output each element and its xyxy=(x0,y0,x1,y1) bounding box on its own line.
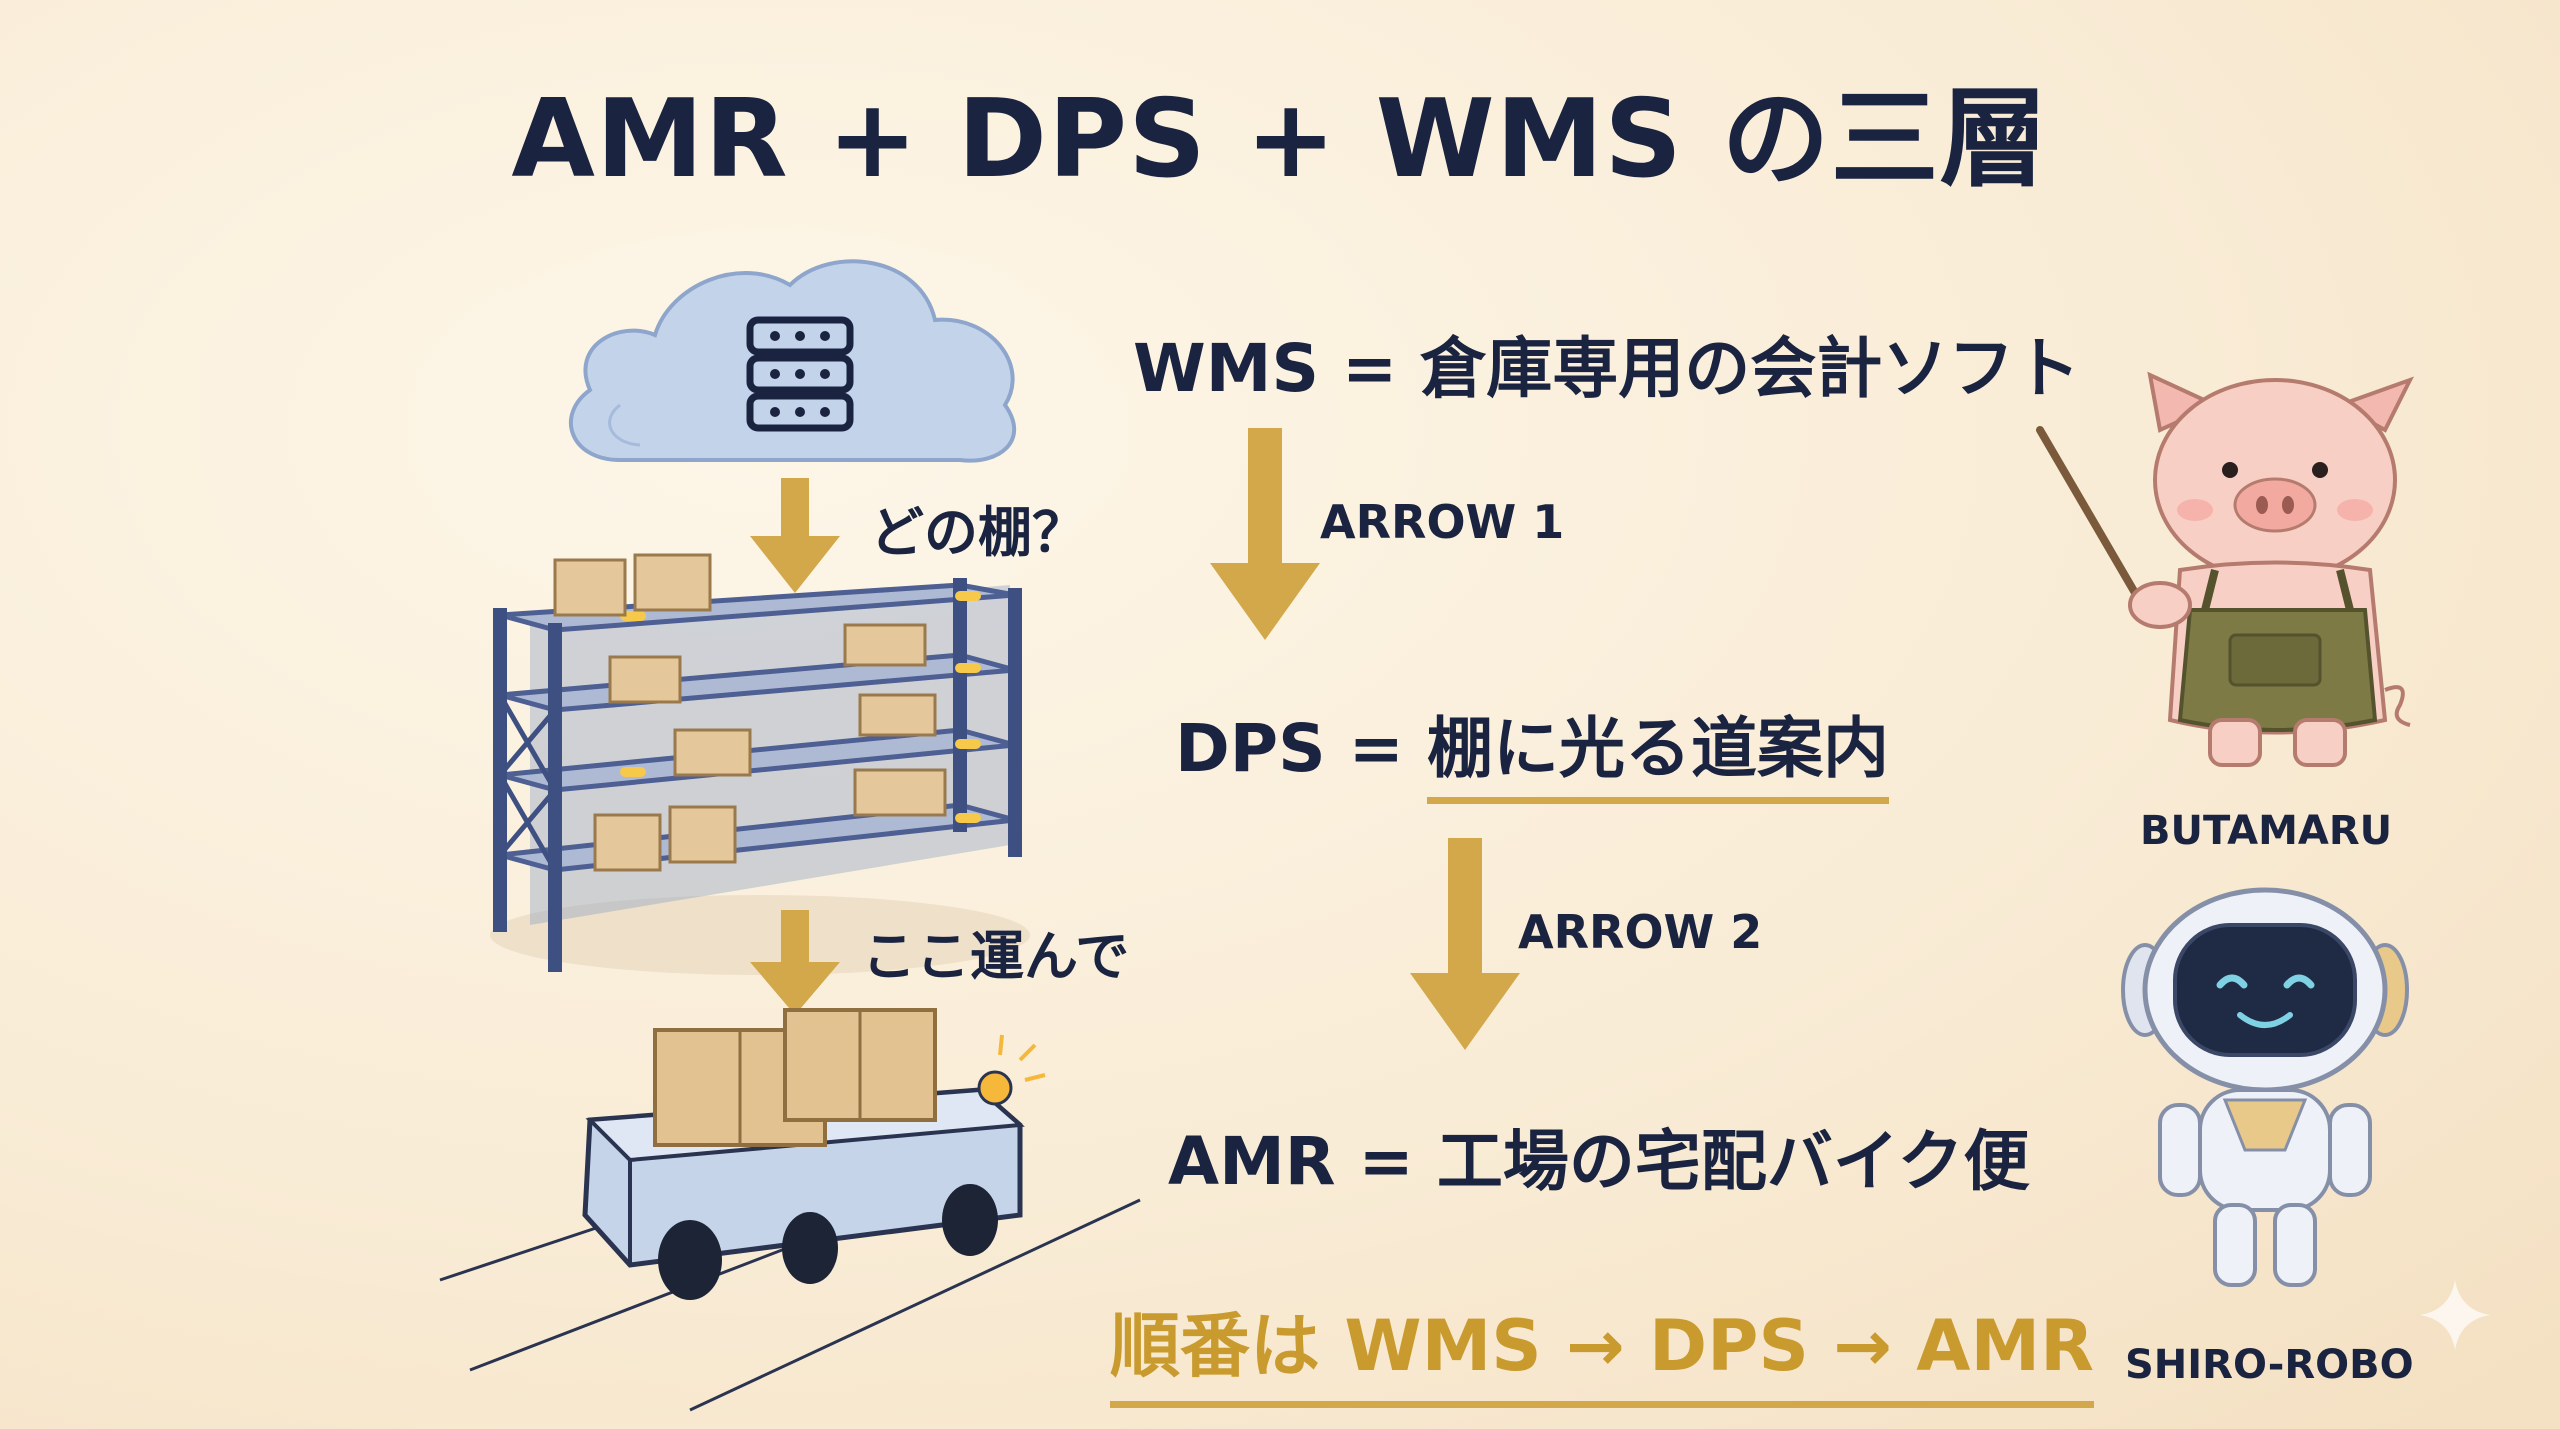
amr-vehicle-illustration xyxy=(439,1008,1141,1412)
arrow-2-label: ARROW 2 xyxy=(1518,905,1763,959)
sparkle-icon xyxy=(2420,1280,2490,1350)
which-shelf-label: どの棚？ xyxy=(870,501,1086,564)
down-arrow-small-1-icon xyxy=(750,478,840,593)
pig-character-name: BUTAMARU xyxy=(2140,808,2393,854)
wms-definition: WMS = 倉庫専用の会計ソフト xyxy=(1133,330,2081,407)
robot-character-name: SHIRO-ROBO xyxy=(2125,1342,2414,1388)
robot-character-illustration xyxy=(2121,887,2409,1287)
shelf-illustration xyxy=(490,553,1030,975)
dps-definition-underlined: 棚に光る道案内 xyxy=(1426,710,1889,804)
down-arrow-2-icon xyxy=(1410,838,1520,1050)
pig-character-illustration xyxy=(2036,371,2415,767)
arrow-1-label: ARROW 1 xyxy=(1320,495,1565,549)
down-arrow-small-2-icon xyxy=(750,910,840,1015)
cloud-illustration xyxy=(569,259,1017,463)
down-arrow-1-icon xyxy=(1210,428,1320,640)
dps-definition-prefix: DPS = xyxy=(1175,710,1427,787)
dps-definition: DPS = 棚に光る道案内 xyxy=(1175,695,1889,804)
amr-definition: AMR = 工場の宅配バイク便 xyxy=(1168,1123,2030,1200)
carry-here-label: ここ運んで xyxy=(862,925,1130,988)
server-icon xyxy=(746,316,854,432)
order-summary: 順番は WMS → DPS → AMR xyxy=(1110,1290,2094,1408)
page-title: AMR + DPS + WMS の三層 xyxy=(511,77,2049,202)
